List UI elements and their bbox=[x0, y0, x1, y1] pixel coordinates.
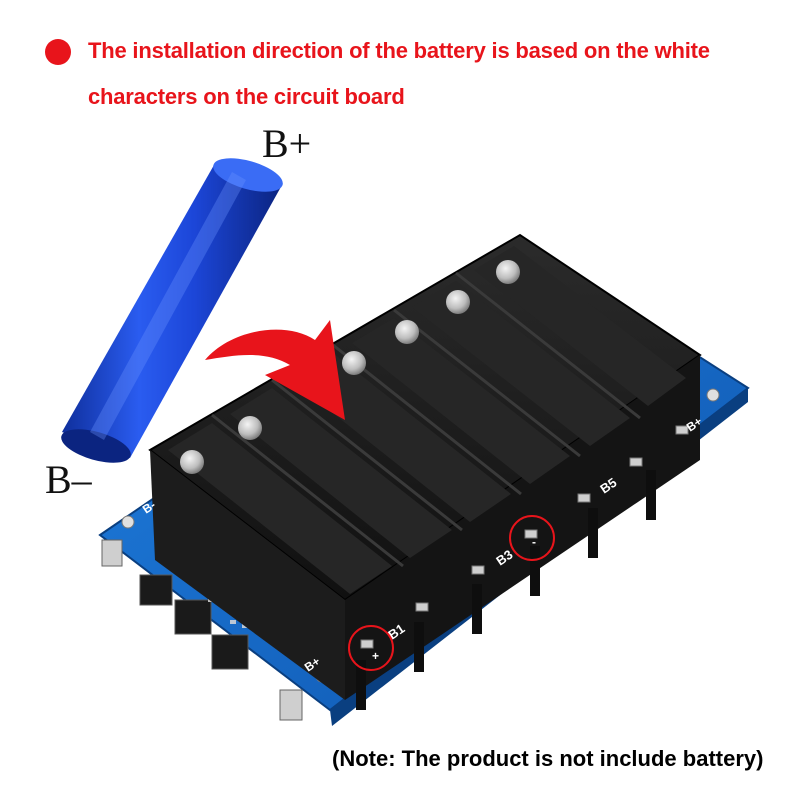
instruction-line-2: characters on the circuit board bbox=[88, 84, 405, 109]
battery-negative-label: B– bbox=[45, 457, 92, 502]
curved-arrow-icon bbox=[205, 320, 345, 420]
highlight-circle-negative bbox=[509, 515, 555, 561]
instruction-line-1: The installation direction of the batter… bbox=[88, 38, 710, 63]
spring-contacts bbox=[180, 260, 520, 474]
label-plus: + bbox=[372, 649, 379, 663]
battery-positive-label: B+ bbox=[262, 121, 312, 166]
battery-cell-icon bbox=[61, 158, 283, 463]
battery-holder bbox=[148, 233, 702, 710]
highlight-circle-positive bbox=[348, 625, 394, 671]
product-note: (Note: The product is not include batter… bbox=[332, 746, 764, 771]
red-bullet-icon bbox=[45, 39, 71, 65]
label-minus: - bbox=[532, 535, 536, 549]
